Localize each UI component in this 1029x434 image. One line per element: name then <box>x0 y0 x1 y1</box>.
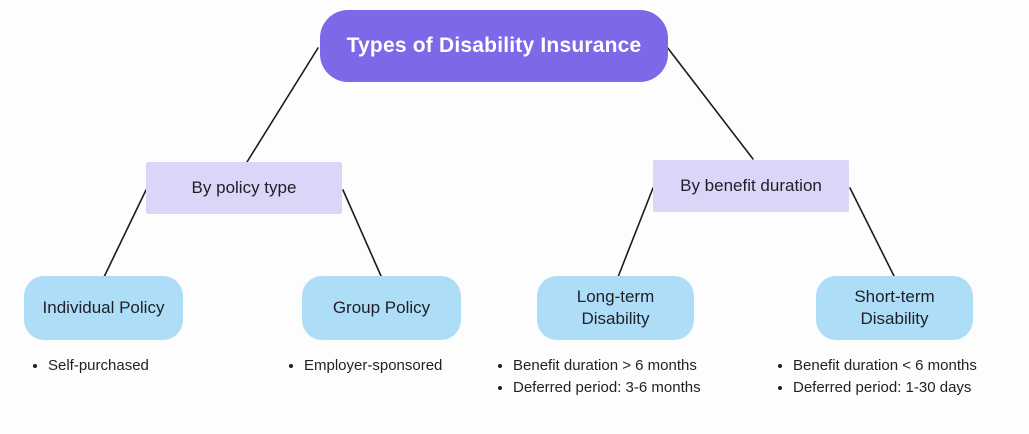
leaf-node-individual-policy: Individual Policy <box>24 276 183 340</box>
connector-benefit-duration-to-shortterm <box>849 187 895 277</box>
bullet-list-group-policy: Employer-sponsored <box>287 355 442 377</box>
connector-root-to-policy-type <box>246 47 319 163</box>
bullet-item: Deferred period: 3-6 months <box>513 377 701 399</box>
branch-node-by-benefit-duration: By benefit duration <box>653 160 849 212</box>
leaf-node-short-term-disability: Short-term Disability <box>816 276 973 340</box>
leaf-node-group-policy: Group Policy <box>302 276 461 340</box>
connector-benefit-duration-to-longterm <box>617 187 654 278</box>
bullet-item: Employer-sponsored <box>304 355 442 377</box>
connector-root-to-benefit-duration <box>666 46 754 160</box>
leaf-node-long-term-disability: Long-term Disability <box>537 276 694 340</box>
bullet-item: Deferred period: 1-30 days <box>793 377 977 399</box>
bullet-list-individual-policy: Self-purchased <box>31 355 149 377</box>
branch-node-by-policy-type: By policy type <box>146 162 342 214</box>
root-node-title: Types of Disability Insurance <box>320 10 668 82</box>
bullet-list-long-term-disability: Benefit duration > 6 months Deferred per… <box>496 355 701 399</box>
bullet-item: Benefit duration < 6 months <box>793 355 977 377</box>
bullet-item: Benefit duration > 6 months <box>513 355 701 377</box>
bullet-list-short-term-disability: Benefit duration < 6 months Deferred per… <box>776 355 977 399</box>
connector-policy-type-to-group <box>342 189 382 277</box>
connector-policy-type-to-individual <box>103 189 147 278</box>
bullet-item: Self-purchased <box>48 355 149 377</box>
